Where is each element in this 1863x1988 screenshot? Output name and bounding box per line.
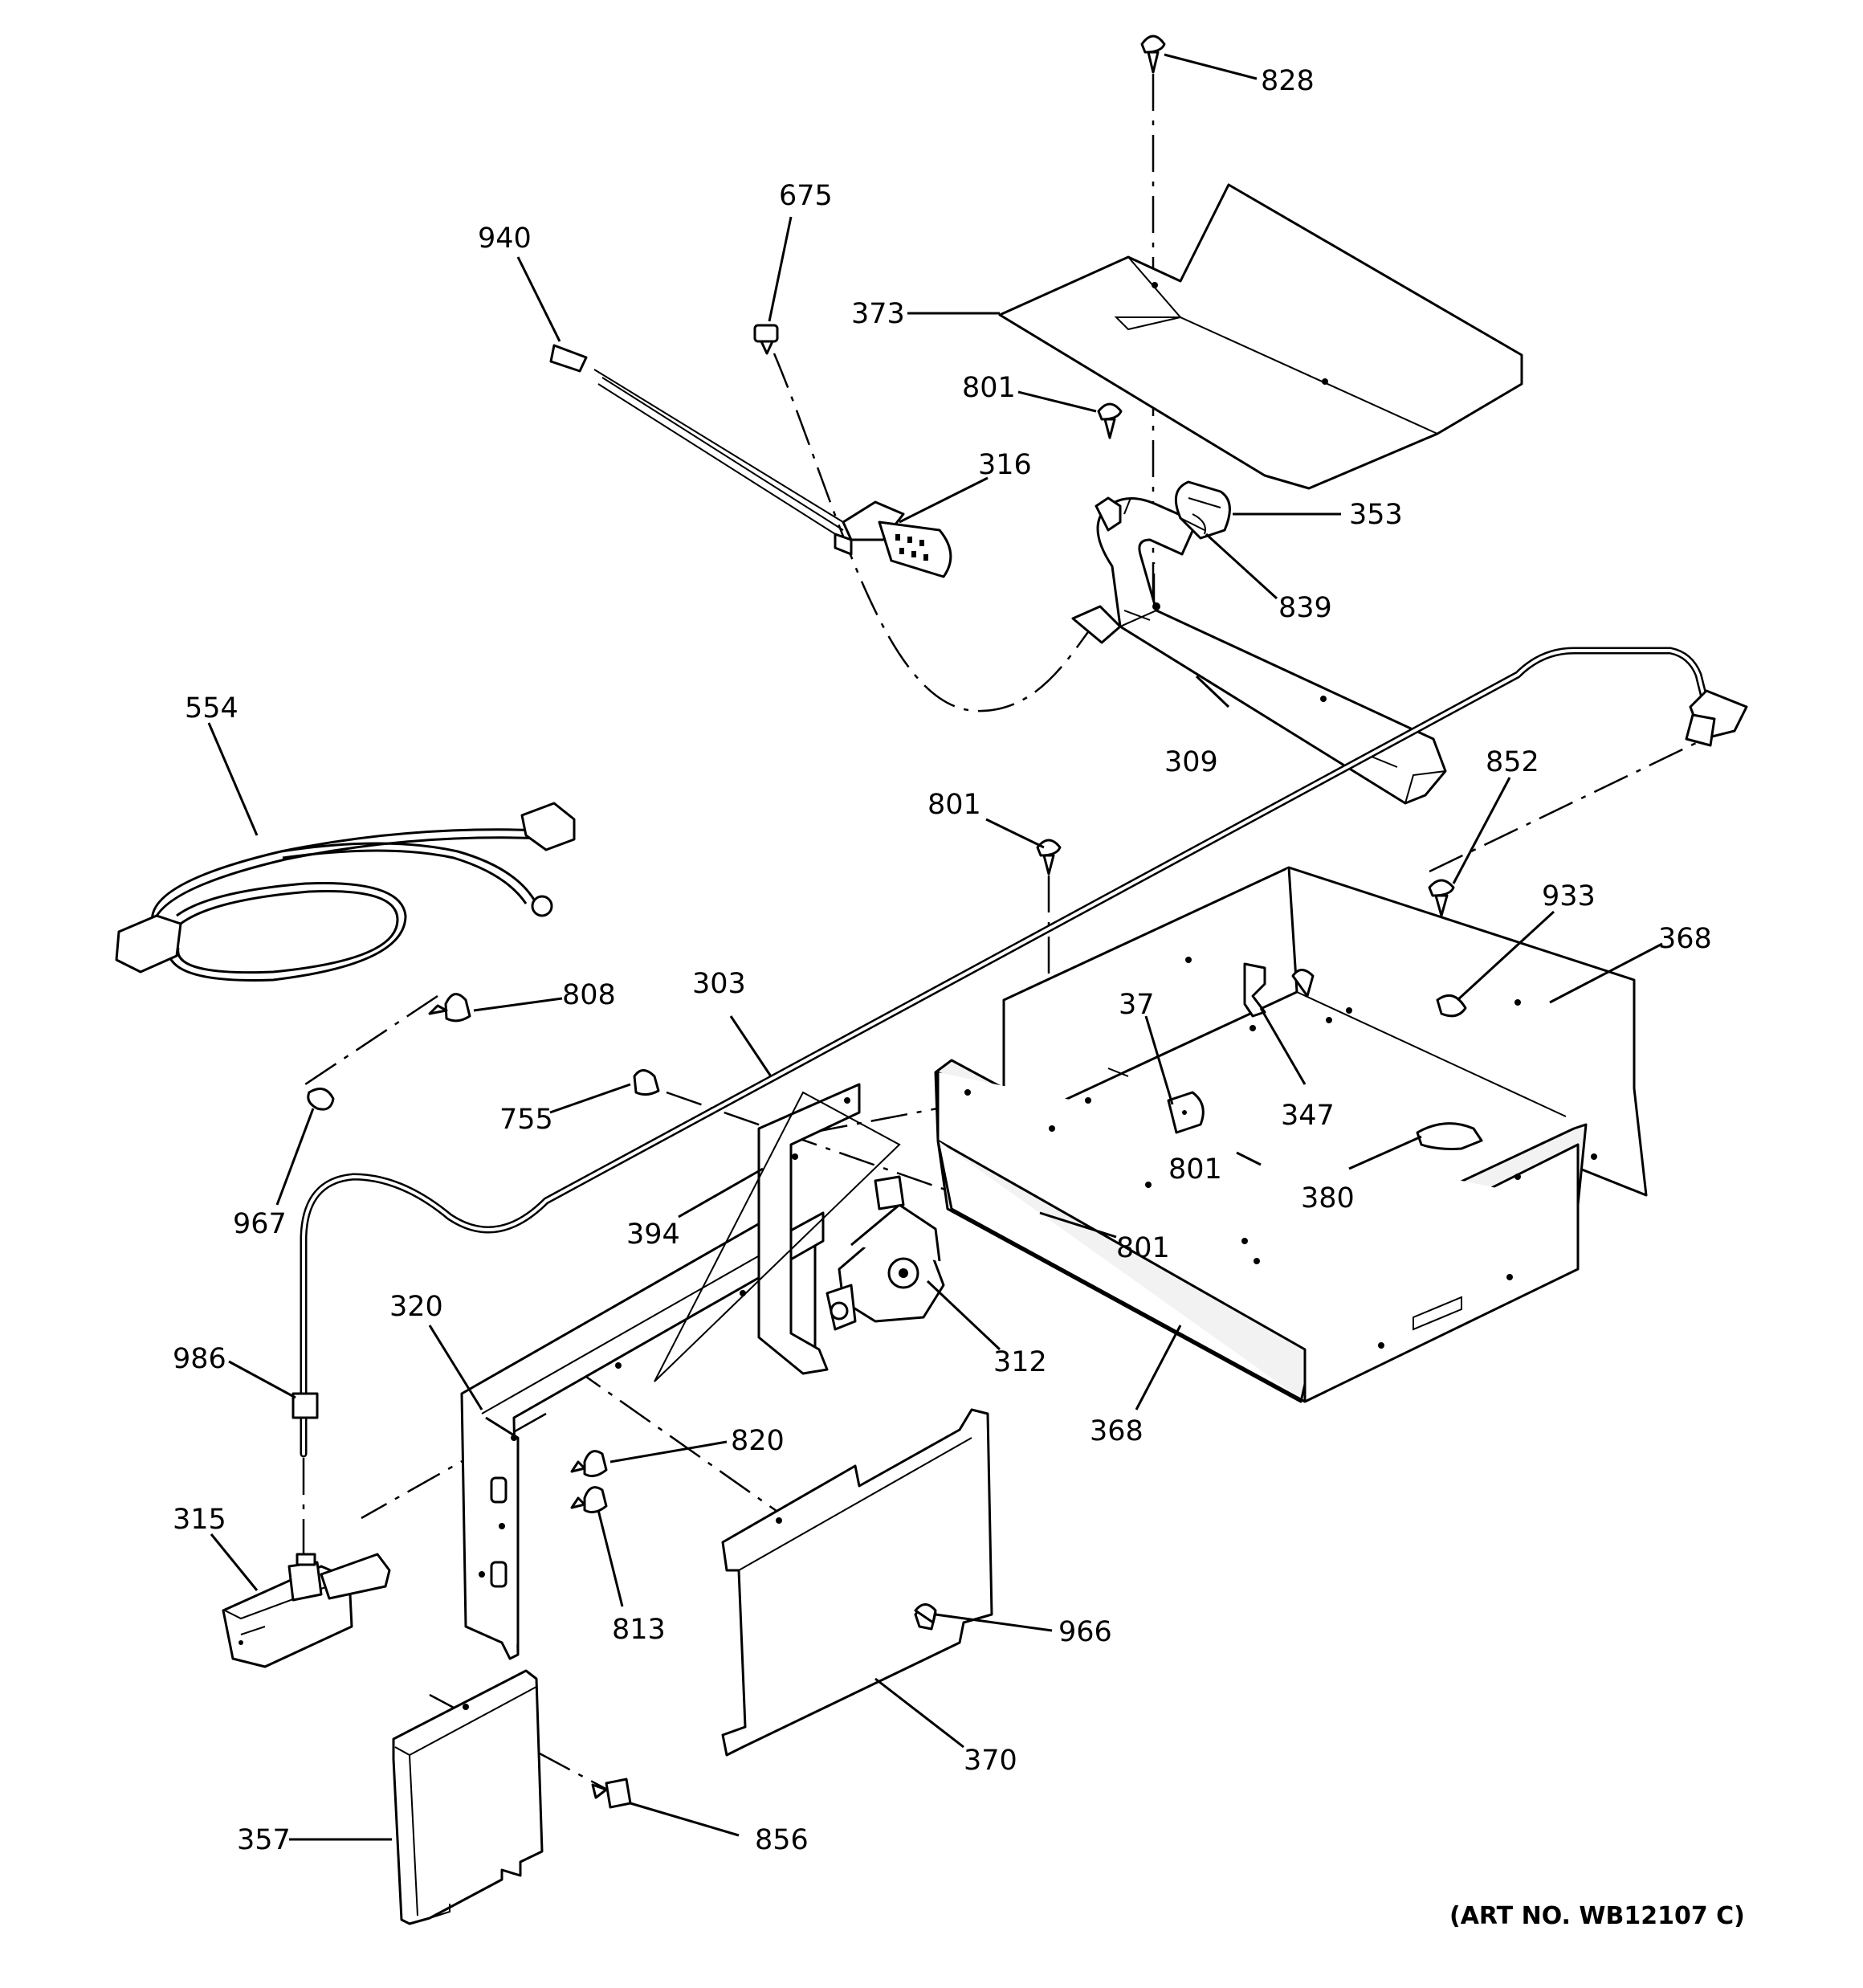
part-808-screw xyxy=(428,993,471,1023)
callout-755: 755 xyxy=(499,1104,553,1136)
part-312-regulator xyxy=(826,1175,945,1331)
callout-940: 940 xyxy=(478,222,532,255)
part-967-clip xyxy=(307,1088,335,1111)
part-394-bracket xyxy=(757,1083,861,1375)
part-303-gas-tube xyxy=(291,647,1748,1458)
part-966-clip xyxy=(914,1603,937,1624)
callout-320: 320 xyxy=(389,1291,443,1323)
part-368-box xyxy=(934,866,1648,1403)
part-373-deflector xyxy=(998,183,1523,490)
part-353-orifice-holder xyxy=(1174,480,1231,540)
part-675-screw xyxy=(753,324,779,355)
callout-368-bottom: 368 xyxy=(1090,1415,1143,1447)
part-801-screw-a xyxy=(1097,402,1123,439)
part-755-screw xyxy=(633,1069,660,1096)
callout-380: 380 xyxy=(1301,1182,1355,1214)
reference-triangle xyxy=(654,1091,901,1382)
callout-394: 394 xyxy=(626,1219,680,1251)
callout-933: 933 xyxy=(1542,880,1596,912)
callout-801-valve: 801 xyxy=(1116,1232,1170,1264)
callout-370: 370 xyxy=(964,1745,1017,1777)
callout-820: 820 xyxy=(731,1425,785,1457)
leader-lines xyxy=(207,53,1663,1841)
callout-801-top: 801 xyxy=(962,372,1016,404)
callout-839: 839 xyxy=(1278,592,1332,624)
callout-312: 312 xyxy=(993,1346,1047,1378)
callout-357: 357 xyxy=(237,1824,291,1856)
part-315-safety-valve xyxy=(222,1553,391,1668)
part-820-screw xyxy=(570,1450,608,1478)
callout-856: 856 xyxy=(755,1824,809,1856)
callout-309: 309 xyxy=(1164,746,1218,778)
callout-966: 966 xyxy=(1058,1616,1112,1648)
callout-801-mid: 801 xyxy=(927,789,981,821)
part-852-screw xyxy=(1428,879,1455,917)
part-316-igniter xyxy=(834,500,952,578)
part-801-screw-b xyxy=(1036,839,1062,876)
callout-986: 986 xyxy=(173,1343,226,1375)
part-370-panel xyxy=(721,1408,993,1757)
callout-316: 316 xyxy=(978,449,1032,481)
callout-315: 315 xyxy=(173,1504,226,1536)
part-309-burner xyxy=(1071,496,1447,805)
part-940-wire-nut xyxy=(549,344,844,537)
callout-852: 852 xyxy=(1486,746,1539,778)
callout-801-box: 801 xyxy=(1168,1153,1222,1186)
part-554-power-cord xyxy=(115,802,576,982)
callout-labels: 828 675 940 373 801 316 353 839 554 309 … xyxy=(173,65,1712,1856)
art-number: (ART NO. WB12107 C) xyxy=(1449,1902,1745,1930)
callout-808: 808 xyxy=(562,979,616,1011)
callout-347: 347 xyxy=(1281,1100,1335,1132)
part-856-screw xyxy=(591,1778,632,1809)
callout-368-right: 368 xyxy=(1658,923,1712,955)
part-357-cover xyxy=(392,1669,544,1925)
callout-303: 303 xyxy=(692,968,746,1000)
callout-828: 828 xyxy=(1261,65,1315,97)
callout-554: 554 xyxy=(185,692,238,725)
callout-353: 353 xyxy=(1349,499,1403,531)
callout-813: 813 xyxy=(612,1614,666,1646)
callout-675: 675 xyxy=(779,180,833,212)
part-813-screw xyxy=(570,1486,608,1514)
part-828-screw xyxy=(1140,35,1166,74)
callout-37: 37 xyxy=(1119,989,1155,1021)
callout-373: 373 xyxy=(851,298,905,330)
callout-967: 967 xyxy=(233,1208,287,1240)
